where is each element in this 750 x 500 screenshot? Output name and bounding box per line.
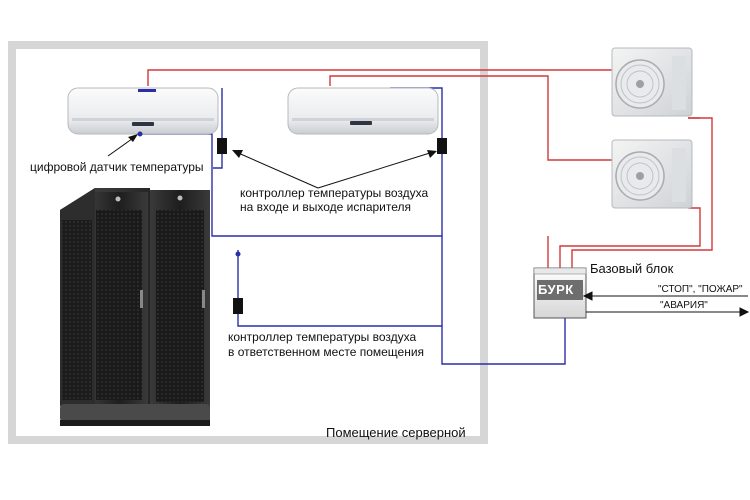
sensor-pointer-arrow — [107, 131, 143, 157]
evaporator-controller-label-line1: контроллер температуры воздуха — [240, 186, 429, 200]
power-lines — [147, 69, 713, 270]
indoor-ac-unit-1-icon — [67, 87, 219, 135]
base-unit-label: Базовый блок — [590, 261, 674, 276]
server-rack-icon — [60, 188, 210, 426]
evaporator-controller-label-line2: на входе и выходе испарителя — [240, 200, 412, 214]
outdoor-ac-unit-1-icon — [611, 47, 693, 117]
signal-out-label: "АВАРИЯ" — [660, 300, 708, 311]
server-room-label: Помещение серверной — [326, 425, 466, 440]
burk-label: БУРК — [538, 282, 574, 297]
room-controller-label-line2: в ответственном месте помещения — [228, 345, 425, 359]
room-controller-icon — [233, 251, 243, 314]
evaporator-pointer-arrows — [232, 150, 437, 189]
room-controller-label-line1: контроллер температуры воздуха — [228, 330, 417, 344]
server-room-border — [8, 41, 488, 444]
signal-arrows — [582, 291, 750, 317]
signal-in-label: "СТОП", "ПОЖАР" — [658, 284, 743, 295]
evaporator-controller-1-icon — [217, 138, 227, 154]
evaporator-controller-2-icon — [437, 138, 447, 154]
burk-unit-icon — [533, 267, 587, 319]
digital-sensor-label: цифровой датчик температуры — [30, 160, 204, 174]
signal-lines — [140, 87, 566, 365]
indoor-ac-unit-2-icon — [287, 87, 439, 135]
outdoor-ac-unit-2-icon — [611, 139, 693, 209]
